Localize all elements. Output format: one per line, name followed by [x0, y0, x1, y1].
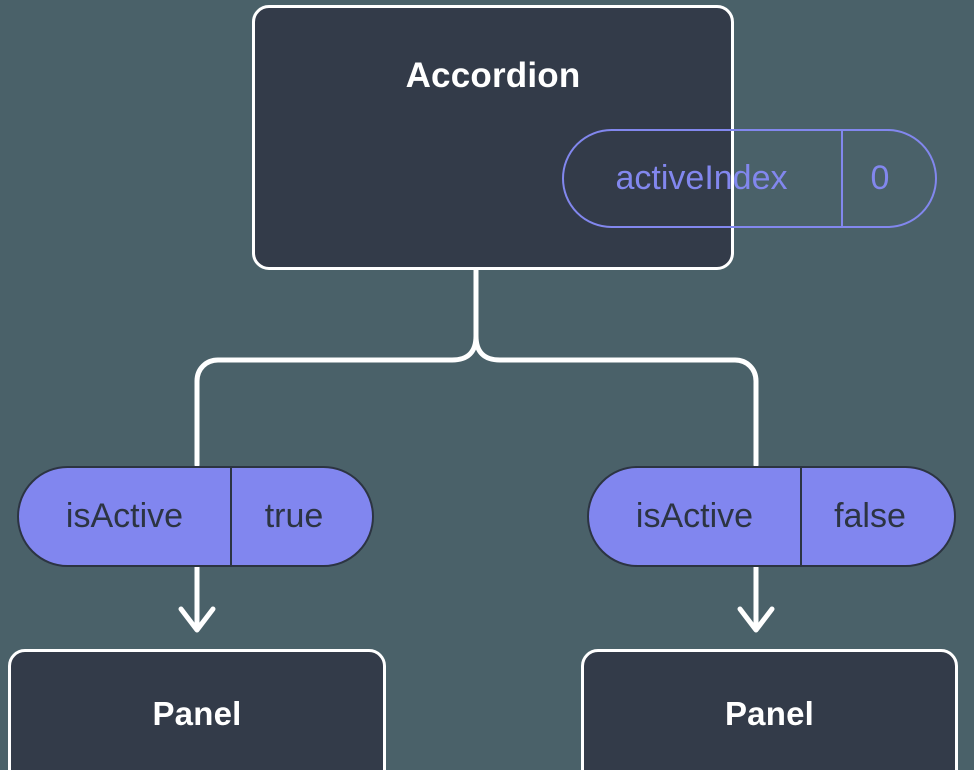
prop-badge-key: isActive [589, 468, 802, 565]
arrow-head-right-icon [737, 606, 775, 633]
prop-badge-is-active-false[interactable]: isActive false [587, 466, 956, 567]
state-badge-active-index[interactable]: activeIndex 0 [562, 129, 937, 228]
connector-branch-left [194, 333, 479, 468]
panel-component-node-right[interactable]: Panel [581, 649, 958, 770]
state-badge-value: 0 [870, 159, 890, 197]
prop-badge-value: true [264, 497, 324, 535]
prop-badge-key: isActive [19, 468, 232, 565]
accordion-component-node[interactable]: Accordion activeIndex 0 [252, 5, 937, 270]
panel-title: Panel [152, 695, 242, 732]
prop-badge-is-active-true[interactable]: isActive true [17, 466, 374, 567]
accordion-title: Accordion [405, 56, 581, 95]
state-badge-key: activeIndex [564, 131, 843, 226]
connector-branch-right [473, 333, 759, 468]
arrow-head-left-icon [178, 606, 216, 633]
prop-badge-value: false [834, 497, 906, 535]
panel-component-node-left[interactable]: Panel [8, 649, 386, 770]
panel-title: Panel [724, 695, 815, 732]
